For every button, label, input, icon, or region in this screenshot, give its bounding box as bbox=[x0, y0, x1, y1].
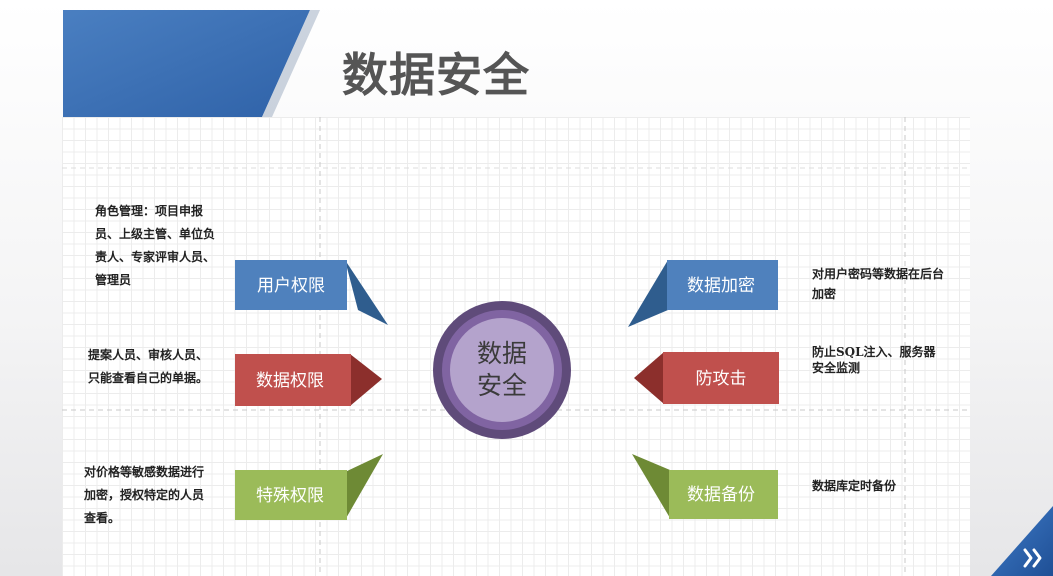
special-permission-tail bbox=[345, 454, 383, 520]
data-encryption-box bbox=[667, 260, 778, 310]
data-permission-arrow: 数据权限 bbox=[235, 354, 382, 406]
special-permission-label: 特殊权限 bbox=[256, 486, 324, 506]
data-permission-box bbox=[235, 354, 351, 406]
center-circle: 数据 安全 bbox=[433, 301, 571, 439]
anti-attack-arrow: 防攻击 bbox=[634, 352, 779, 404]
anti-attack-label: 防攻击 bbox=[696, 369, 747, 389]
user-permission-description: 角色管理：项目申报员、上级主管、单位负责人、专家评审人员、管理员 bbox=[95, 204, 216, 287]
title-decoration bbox=[63, 10, 320, 117]
special-permission-arrow: 特殊权限 bbox=[235, 454, 383, 520]
center-label-line2: 安全 bbox=[477, 371, 527, 400]
user-permission-label: 用户权限 bbox=[257, 276, 325, 296]
user-permission-tail bbox=[345, 260, 388, 325]
data-encryption-tail bbox=[628, 260, 668, 327]
user-permission-box bbox=[235, 260, 347, 310]
data-backup-box bbox=[669, 470, 778, 519]
anti-attack-box bbox=[663, 352, 779, 404]
data-encryption-arrow: 数据加密 bbox=[628, 260, 778, 327]
center-label-line1: 数据 bbox=[477, 339, 527, 368]
data-backup-tail bbox=[632, 454, 670, 518]
slide-title: 数据安全 bbox=[342, 48, 530, 102]
data-encryption-label: 数据加密 bbox=[687, 276, 755, 296]
next-slide-button[interactable] bbox=[991, 506, 1053, 576]
data-backup-description: 数据库定时备份 bbox=[812, 479, 897, 493]
user-permission-arrow: 用户权限 bbox=[235, 260, 388, 325]
data-permission-label: 数据权限 bbox=[256, 371, 324, 391]
anti-attack-tip bbox=[634, 352, 664, 404]
data-permission-description: 提案人员、审核人员、只能查看自己的单据。 bbox=[88, 348, 209, 385]
special-permission-box bbox=[235, 470, 347, 520]
data-backup-label: 数据备份 bbox=[687, 485, 755, 505]
data-permission-tip bbox=[350, 354, 382, 406]
chevron-double-right-icon bbox=[1023, 548, 1042, 568]
data-encryption-description: 对用户密码等数据在后台加密 bbox=[812, 267, 945, 301]
special-permission-description: 对价格等敏感数据进行加密，授权特定的人员查看。 bbox=[84, 465, 205, 525]
data-backup-arrow: 数据备份 bbox=[632, 454, 778, 519]
center-circle-inner bbox=[450, 318, 554, 422]
anti-attack-description: 防止SQL注入、服务器安全监测 bbox=[812, 345, 936, 375]
